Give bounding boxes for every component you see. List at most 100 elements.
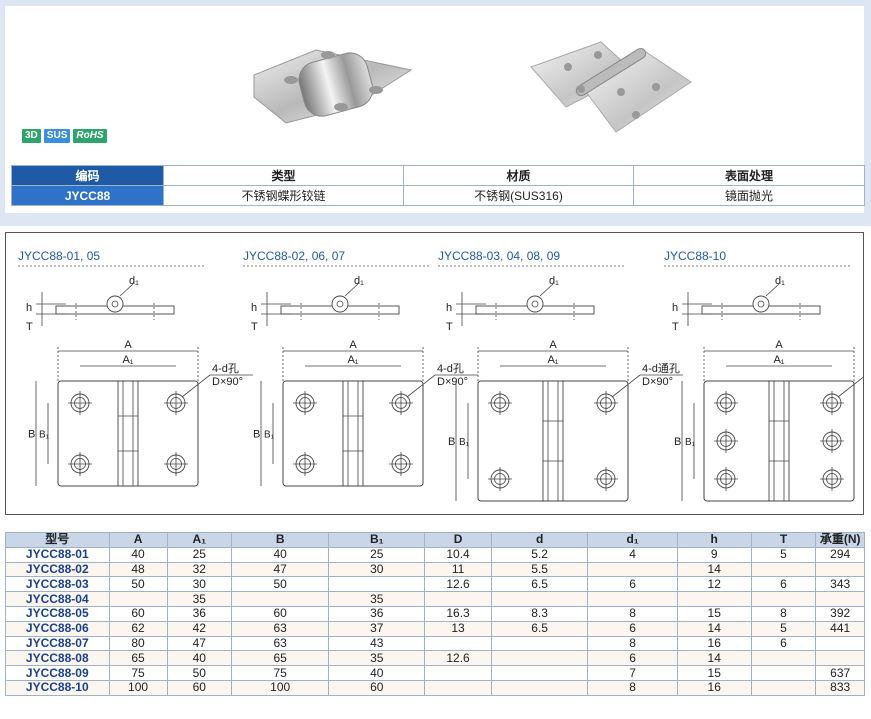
- value-cell: [424, 635, 492, 652]
- col-header-0: 型号: [5, 532, 110, 548]
- value-cell: 8: [587, 635, 678, 652]
- spec-type: 不锈钢蝶形铰链: [163, 185, 404, 206]
- value-cell: [328, 576, 426, 593]
- model-cell[interactable]: JYCC88-04: [5, 591, 110, 607]
- value-cell: 35: [328, 591, 426, 607]
- certification-badges: 3D SUS RoHS: [22, 129, 107, 143]
- dim-label-T: T: [26, 321, 33, 333]
- model-cell[interactable]: JYCC88-02: [5, 561, 110, 578]
- value-cell: 13: [424, 620, 492, 637]
- value-cell: 60: [166, 679, 233, 696]
- dim-label-A: A: [775, 339, 783, 351]
- value-cell: 40: [328, 665, 426, 681]
- value-cell: [490, 650, 589, 667]
- value-cell: 63: [231, 620, 330, 637]
- value-cell: 32: [166, 561, 233, 578]
- value-cell: 4: [587, 546, 678, 563]
- value-cell: 100: [108, 679, 168, 696]
- col-header-1: A: [108, 532, 168, 548]
- value-cell: 14: [676, 620, 752, 637]
- model-cell[interactable]: JYCC88-07: [5, 635, 110, 652]
- value-cell: 343: [815, 576, 865, 593]
- value-cell: 8: [750, 605, 817, 622]
- value-cell: 16.3: [424, 605, 492, 622]
- value-cell: 35: [328, 650, 426, 667]
- value-cell: 16: [676, 679, 752, 696]
- dim-label-A: A: [549, 339, 557, 351]
- value-cell: 14: [676, 650, 752, 667]
- value-cell: [424, 665, 492, 681]
- value-cell: [490, 665, 589, 681]
- value-cell: 6: [750, 576, 817, 593]
- model-cell[interactable]: JYCC88-05: [5, 605, 110, 622]
- product-header-panel: 3D SUS RoHS 编码 类型 材质 表面处理 JYCC88 不锈钢蝶形铰链…: [0, 0, 871, 226]
- value-cell: 50: [166, 665, 233, 681]
- value-cell: [490, 679, 589, 696]
- knuckle-icon: [752, 295, 770, 313]
- model-cell[interactable]: JYCC88-09: [5, 665, 110, 681]
- value-cell: [815, 591, 865, 607]
- value-cell: 12.6: [424, 650, 492, 667]
- value-cell: 5: [750, 546, 817, 563]
- dim-label-h: h: [26, 302, 32, 314]
- dim-label-B: B: [28, 429, 35, 441]
- value-cell: [108, 591, 168, 607]
- model-cell[interactable]: JYCC88-10: [5, 679, 110, 696]
- col-header-4: B₁: [328, 532, 426, 548]
- value-cell: 8: [587, 679, 678, 696]
- value-cell: 392: [815, 605, 865, 622]
- value-cell: 62: [108, 620, 168, 637]
- dim-label-h: h: [446, 302, 452, 314]
- value-cell: 60: [328, 679, 426, 696]
- hinge-photo-open: [526, 37, 696, 137]
- value-cell: 47: [231, 561, 330, 578]
- value-cell: 12: [676, 576, 752, 593]
- value-cell: 50: [231, 576, 330, 593]
- dim-label-B: B: [448, 436, 455, 448]
- knuckle-barrel: [768, 380, 790, 502]
- value-cell: 8.3: [490, 605, 589, 622]
- value-cell: 47: [166, 635, 233, 652]
- hole-note: 4-d孔: [212, 362, 239, 375]
- value-cell: 9: [676, 546, 752, 563]
- col-header-5: D: [424, 532, 492, 548]
- spec-code: JYCC88: [11, 185, 164, 206]
- value-cell: 14: [676, 561, 752, 578]
- product-photo-area: 3D SUS RoHS 编码 类型 材质 表面处理 JYCC88 不锈钢蝶形铰链…: [5, 6, 865, 213]
- value-cell: [424, 679, 492, 696]
- value-cell: 75: [108, 665, 168, 681]
- value-cell: [815, 650, 865, 667]
- col-header-8: h: [676, 532, 752, 548]
- value-cell: 7: [587, 665, 678, 681]
- model-cell[interactable]: JYCC88-08: [5, 650, 110, 667]
- value-cell: [750, 591, 817, 607]
- hole-angle: D×90°: [437, 376, 468, 388]
- model-cell[interactable]: JYCC88-01: [5, 546, 110, 563]
- value-cell: 8: [587, 605, 678, 622]
- value-cell: 65: [108, 650, 168, 667]
- hole-note: 4-d孔: [437, 362, 464, 375]
- value-cell: [231, 591, 330, 607]
- value-cell: 40: [231, 546, 330, 563]
- model-cell[interactable]: JYCC88-06: [5, 620, 110, 637]
- knuckle-barrel: [342, 380, 364, 487]
- dim-label-B: B: [674, 436, 681, 448]
- value-cell: [424, 591, 492, 607]
- dim-label-A1: A₁: [547, 354, 558, 366]
- value-cell: 15: [676, 665, 752, 681]
- dim-label-d1: d₁: [549, 275, 559, 287]
- model-cell[interactable]: JYCC88-03: [5, 576, 110, 593]
- spec-header-finish: 表面处理: [633, 165, 865, 186]
- badge-3d[interactable]: 3D: [22, 129, 41, 143]
- spec-header-type: 类型: [163, 165, 404, 186]
- dim-label-B1: B₁: [459, 437, 470, 448]
